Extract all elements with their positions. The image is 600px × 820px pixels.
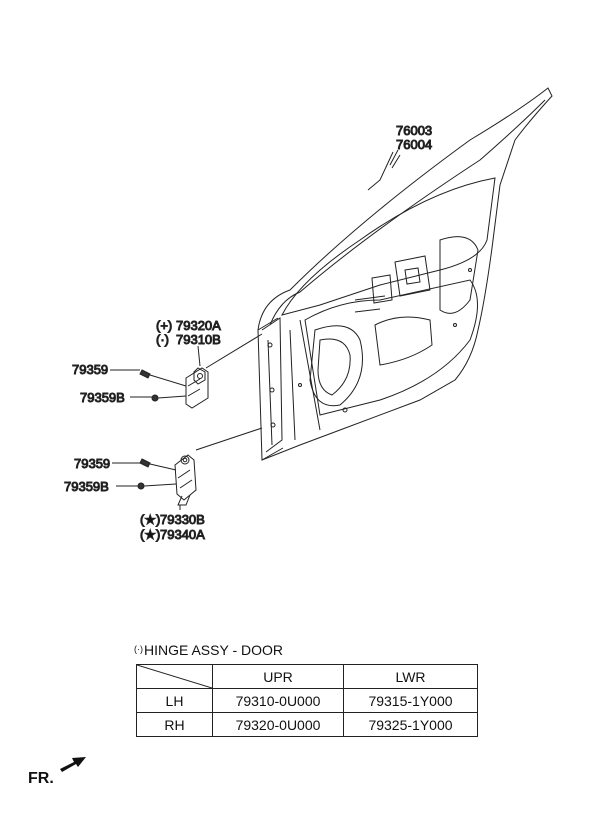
table-row: RH 79320-0U000 79325-1Y000 [136, 712, 478, 737]
table-header-row: UPR LWR [136, 664, 478, 689]
mark-plus: (+) [156, 318, 172, 333]
upper-hinge[interactable] [185, 367, 209, 409]
callout-upper-hinge-b: 79310B [176, 332, 221, 347]
callout-upper-bolt: 79359 [72, 362, 108, 377]
part-number-lh-lwr[interactable]: 79315-1Y000 [343, 688, 478, 713]
callout-upper-hinge-a: 79320A [176, 318, 221, 333]
upper-bolt[interactable] [139, 369, 187, 387]
assembly-leader-lines [110, 149, 401, 510]
column-header-upr: UPR [212, 664, 344, 689]
row-side-rh: RH [136, 712, 213, 737]
callout-door-panel-upper: 76003 [396, 123, 432, 138]
lower-bolt-b[interactable] [137, 482, 177, 490]
front-direction-label: FR. [28, 770, 54, 787]
callout-lower-bolt: 79359 [74, 456, 110, 471]
callout-lower-hinge-a: 79330B [160, 512, 205, 527]
diagonal-divider [137, 665, 212, 688]
lower-bolt[interactable] [139, 458, 177, 471]
hinge-title-text: HINGE ASSY - DOOR [144, 642, 283, 658]
table-row: LH 79310-0U000 79315-1Y000 [136, 688, 478, 713]
front-direction-arrow-icon [56, 754, 88, 779]
table-corner-cell [136, 664, 213, 689]
callout-upper-bolt-b: 79359B [80, 390, 125, 405]
row-side-lh: LH [136, 688, 213, 713]
hinge-table-title: (·)HINGE ASSY - DOOR [134, 642, 283, 658]
door-exploded-view: 76003 76004 (+) 79320A (·) 79310B 79359 … [64, 87, 553, 543]
upper-bolt-b[interactable] [151, 394, 187, 402]
mark-star-b: (★) [140, 527, 160, 542]
lower-hinge[interactable] [174, 454, 197, 506]
part-number-rh-upr[interactable]: 79320-0U000 [212, 712, 344, 737]
column-header-lwr: LWR [343, 664, 478, 689]
front-door-panel[interactable] [257, 87, 553, 461]
callout-lower-hinge-b: 79340A [160, 527, 205, 542]
hinge-title-mark: (·) [134, 644, 143, 654]
callout-lower-bolt-b: 79359B [64, 479, 109, 494]
callout-door-panel-lower: 76004 [396, 137, 432, 152]
hinge-assy-table: UPR LWR LH 79310-0U000 79315-1Y000 RH 79… [136, 664, 478, 737]
part-number-lh-upr[interactable]: 79310-0U000 [212, 688, 344, 713]
mark-star-a: (★) [140, 512, 160, 527]
mark-dot: (·) [156, 332, 169, 347]
part-number-rh-lwr[interactable]: 79325-1Y000 [343, 712, 478, 737]
